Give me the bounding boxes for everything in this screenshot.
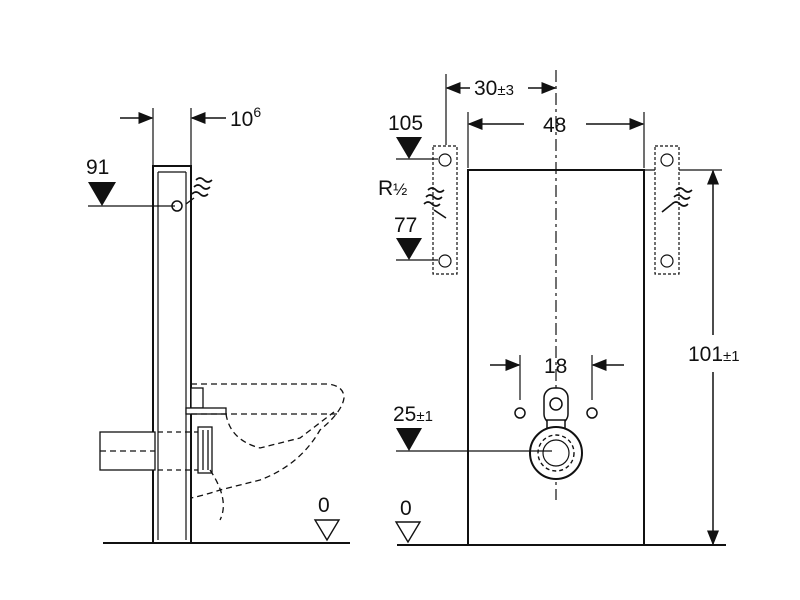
side-drain-pipe bbox=[99, 431, 156, 471]
front-drain-connection bbox=[529, 426, 583, 480]
front-width-label: 48 bbox=[543, 114, 566, 137]
front-bolt-spacing-label: 18 bbox=[544, 355, 567, 378]
side-toilet-bowl bbox=[190, 383, 345, 521]
front-floor-label: 0 bbox=[400, 497, 412, 520]
side-height-marker-icon bbox=[88, 182, 116, 206]
front-water-symbol-left-icon bbox=[423, 187, 447, 219]
front-bolt-left bbox=[514, 407, 526, 419]
front-height-lower-marker-icon bbox=[396, 238, 422, 260]
front-drain-height-marker-icon bbox=[396, 428, 422, 451]
side-view: 106 91 0 bbox=[86, 104, 350, 544]
front-drain-height-label: 25±1 bbox=[393, 403, 433, 426]
side-floor-marker-icon bbox=[313, 519, 341, 542]
front-height-label: 101±1 bbox=[688, 343, 740, 366]
front-view: 30±3 48 101±1 bbox=[378, 70, 740, 546]
side-floor-label: 0 bbox=[318, 494, 330, 517]
front-height-upper-label: 105 bbox=[388, 112, 423, 135]
side-height-label: 91 bbox=[86, 156, 109, 179]
front-water-symbol-right-icon bbox=[661, 187, 693, 213]
front-bracket-right bbox=[654, 145, 680, 275]
side-water-symbol-icon bbox=[185, 177, 213, 205]
front-inlet-fitting bbox=[543, 387, 569, 433]
side-module-frame bbox=[152, 165, 192, 544]
side-pipe-hidden bbox=[158, 431, 198, 471]
front-thread-label: R½ bbox=[378, 177, 407, 200]
front-height-lower-label: 77 bbox=[394, 214, 417, 237]
side-depth-label: 106 bbox=[230, 104, 261, 131]
front-height-upper-marker-icon bbox=[396, 137, 422, 159]
front-bracket-left bbox=[432, 145, 458, 275]
front-offset-label: 30±3 bbox=[474, 77, 514, 100]
front-bolt-right bbox=[586, 407, 598, 419]
front-floor-marker-icon bbox=[394, 521, 422, 544]
